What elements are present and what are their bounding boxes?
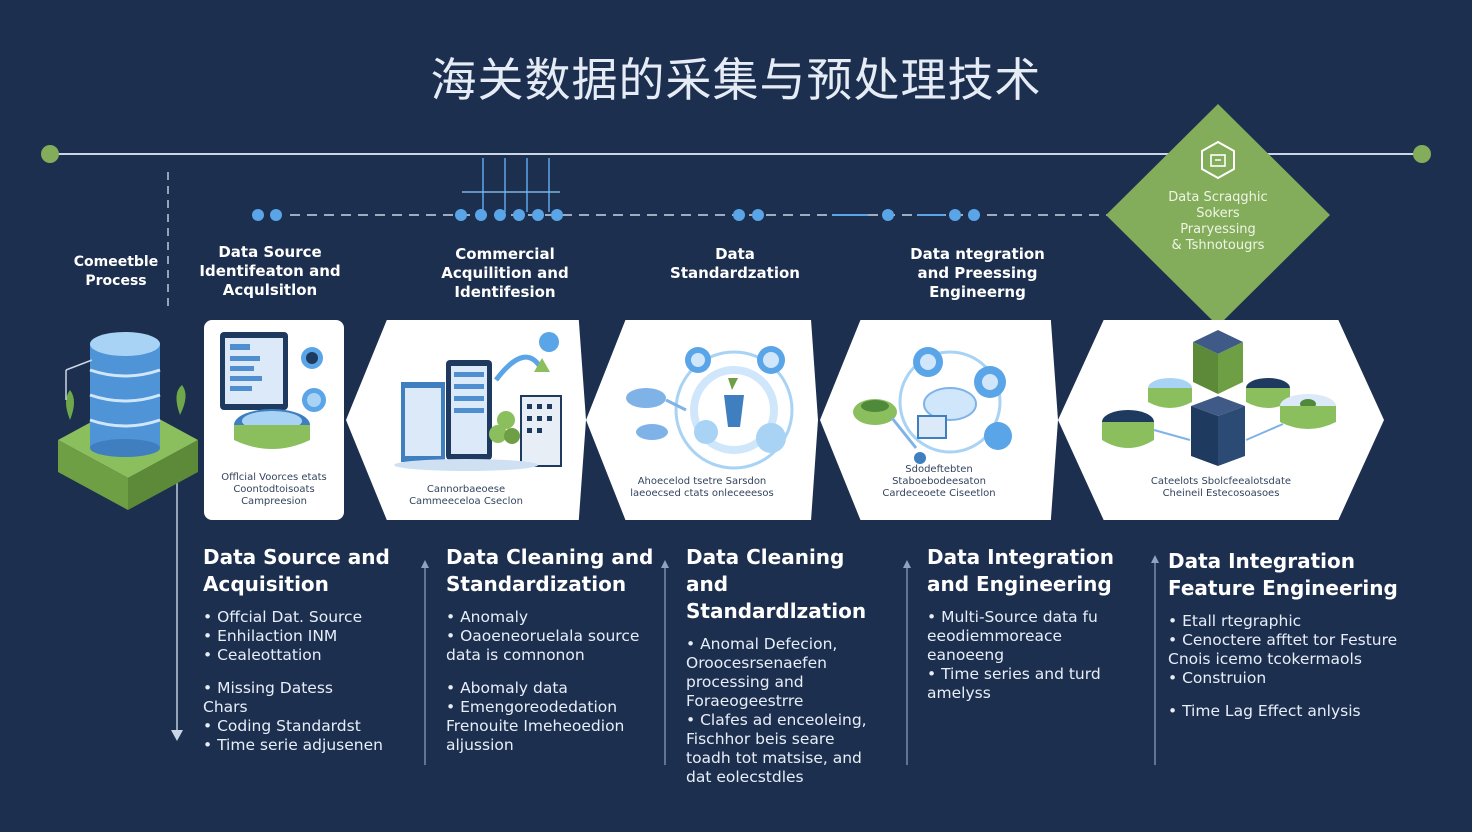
bullet: Frenouite Imeheoedion (446, 717, 625, 735)
card-feature-engineering: Cateelots Sbolcfeealotsdate Cheineil Est… (1058, 320, 1384, 520)
bullet: Chars (203, 698, 248, 716)
section-heading-1: Data Source and Acquisition (203, 545, 390, 596)
bullet: aljussion (446, 736, 514, 754)
bullet: Cnois icemo tcokermaols (1168, 650, 1362, 668)
bullet: amelyss (927, 684, 991, 702)
section-heading-5: Data Integration Feature Engineering (1168, 549, 1398, 600)
section-heading-4: Data Integration and Engineering (927, 545, 1114, 596)
bullet: data is comnonon (446, 646, 585, 664)
bullet: • Multi-Source data fu (927, 608, 1098, 626)
bullet: • Coding Standardst (203, 717, 361, 735)
cube-center (1191, 396, 1245, 466)
bullet: Oroocesrsenaefen (686, 654, 827, 672)
diamond-label: Data Scraqghic Sokers Praryessing & Tshn… (1118, 190, 1318, 254)
bullet: processing and (686, 673, 804, 691)
card-standardization: Ahoecelod tsetre Sarsdon laeoecsed ctats… (586, 320, 818, 520)
diamond-line-2: Sokers (1196, 206, 1240, 221)
section-feature-engineering: Data Integration Feature Engineering • E… (1168, 548, 1438, 721)
bullet: • Etall rtegraphic (1168, 612, 1302, 630)
card-caption-2: Cannorbaeoese Cammeeceloa Cseclon (409, 484, 523, 507)
section-heading-2: Data Cleaning and Standardization (446, 545, 654, 596)
card-caption-5: Cateelots Sbolcfeealotsdate Cheineil Est… (1150, 476, 1292, 499)
section-integration: Data Integration and Engineering • Multi… (927, 544, 1149, 703)
feature-diamond (1106, 104, 1330, 326)
phase-label-2: Commercial Acquilition and Identifesion (441, 245, 569, 301)
card-caption-1: Offlcial Voorces etats Coontodtoisoats C… (221, 472, 327, 507)
bullet: Fischhor beis seare (686, 730, 835, 748)
section-heading-3: Data Cleaning and Standardlzation (686, 545, 867, 623)
card-caption-4: Sdodeftebten Staboebodeesaton Cardeceoet… (882, 464, 996, 499)
diamond-line-3: Praryessing (1180, 222, 1256, 237)
bullet: • Clafes ad enceoleing, (686, 711, 867, 729)
bullet: • Oaoeneoruelala source (446, 627, 640, 645)
section-source-acquisition: Data Source and Acquisition • Offcial Da… (203, 544, 433, 755)
section-cleaning-1: Data Cleaning and Standardization • Anom… (446, 544, 661, 755)
card-integration: Sdodeftebten Staboebodeesaton Cardeceoet… (820, 320, 1058, 520)
gear-network-icon (626, 346, 794, 470)
diamond-line-1: Data Scraqghic (1168, 190, 1268, 205)
page-title: 海关数据的采集与预处理技术 (430, 53, 1042, 107)
bullet: eeodiemmoreace (927, 627, 1063, 645)
bullet: • Cealeottation (203, 646, 322, 664)
disc-left (1102, 410, 1154, 448)
section-cleaning-2: Data Cleaning and Standardlzation • Anom… (686, 544, 906, 787)
phase-label-1: Data Source Identifeaton and Acqulsitlon (199, 243, 341, 299)
integration-network-icon (853, 347, 1012, 464)
shield-icon (1201, 140, 1235, 180)
phase-label-4: Data ntegration and Preessing Engineerng (910, 245, 1045, 301)
bullet: • Emengoreodedation (446, 698, 618, 716)
bullet: • Abomaly data (446, 679, 568, 697)
side-process-label: Comeetble Process (73, 254, 159, 289)
card-source-acquisition: Offlcial Voorces etats Coontodtoisoats C… (204, 320, 344, 520)
phase-label-3: Data Standardzation (670, 245, 800, 282)
monitor-icon (220, 332, 326, 449)
bullet: • Offcial Dat. Source (203, 608, 363, 626)
timeline-end-node (1413, 145, 1431, 163)
bullet: • Anomaly (446, 608, 529, 626)
bullet: Foraeogeestrre (686, 692, 804, 710)
bullet: • Construion (1168, 669, 1267, 687)
bullet: • Missing Datess (203, 679, 333, 697)
bullet: dat eolecstdles (686, 768, 804, 786)
process-dots (252, 209, 980, 221)
server-rack-icon (394, 332, 562, 471)
bullet: • Anomal Defecion, (686, 635, 838, 653)
bullet: • Cenoctere afftet tor Festure (1168, 631, 1398, 649)
card-commercial-acquisition: Cannorbaeoese Cammeeceloa Cseclon (346, 320, 586, 520)
bullet: eanoeeng (927, 646, 1005, 664)
feature-blocks-icon (1102, 330, 1336, 466)
diamond-line-4: & Tshnotougrs (1171, 238, 1265, 253)
connector-ticks (462, 158, 560, 212)
bullet: • Time series and turd (927, 665, 1101, 683)
bullet: • Enhilaction INM (203, 627, 338, 645)
bullet: • Time Lag Effect anlysis (1168, 702, 1361, 720)
bullet: toadh tot matsise, and (686, 749, 862, 767)
cube-top (1193, 330, 1243, 394)
database-icon (58, 332, 198, 510)
bullet: • Time serie adjusenen (203, 736, 383, 754)
timeline-start-node (41, 145, 59, 163)
card-caption-3: Ahoecelod tsetre Sarsdon laeoecsed ctats… (630, 476, 774, 499)
